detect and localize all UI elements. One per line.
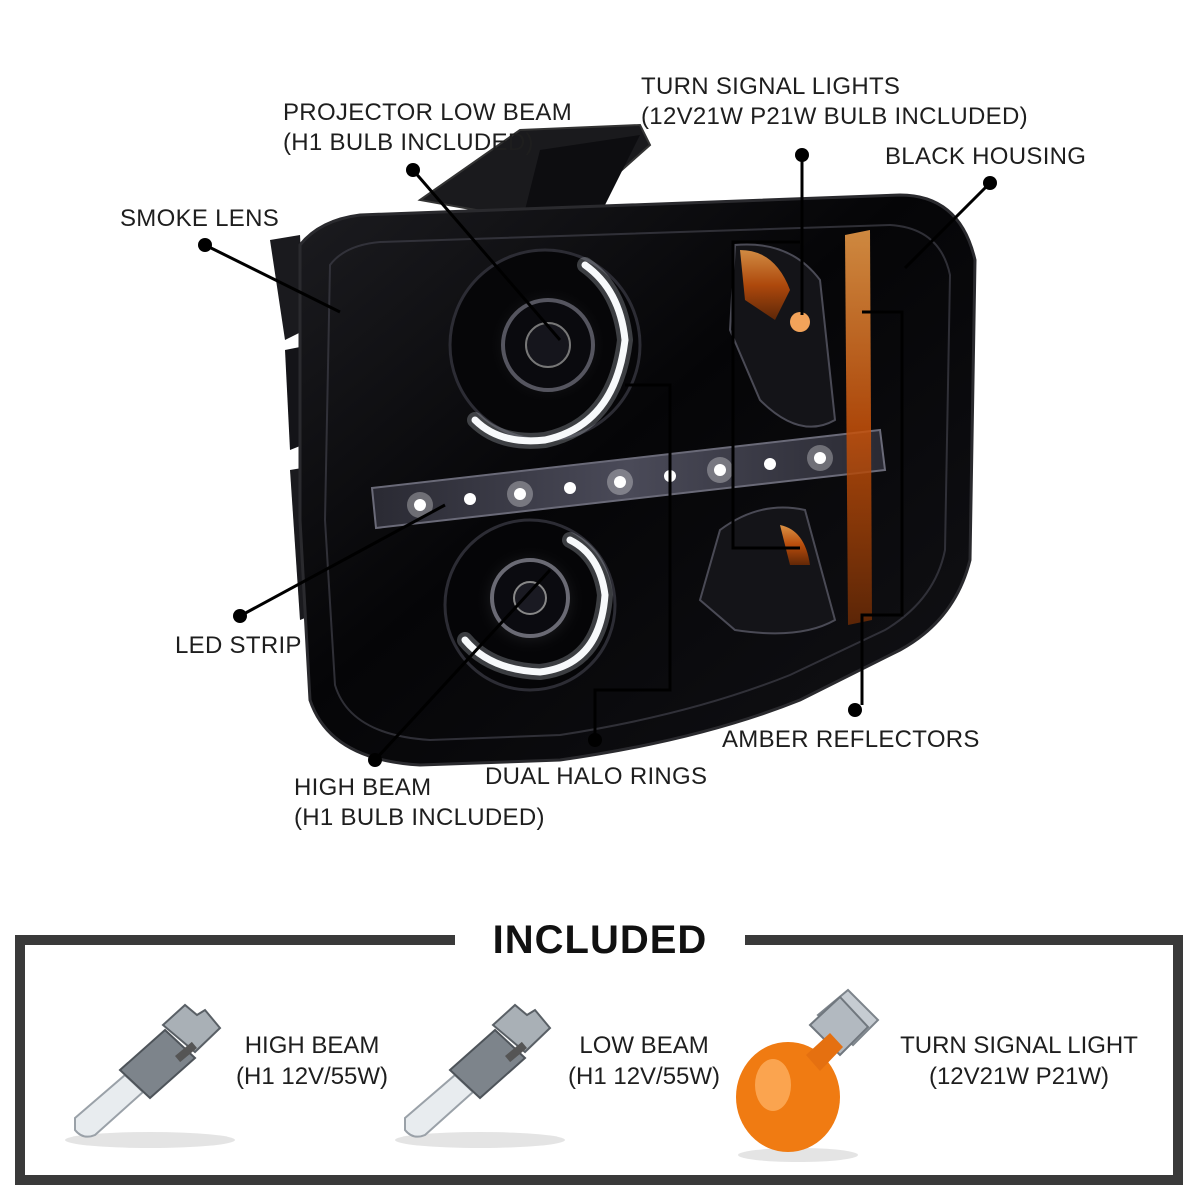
- callout-amber-reflectors-title: AMBER REFLECTORS: [722, 726, 980, 753]
- callout-projector-low-beam: PROJECTOR LOW BEAM (H1 BULB INCLUDED): [283, 98, 572, 158]
- callout-led-strip-title: LED STRIP: [175, 632, 302, 659]
- callout-turn-signal-title: TURN SIGNAL LIGHTS: [641, 73, 901, 100]
- p21w-amber-bulb-image: [736, 988, 880, 1162]
- callout-high-beam-note: (H1 BULB INCLUDED): [294, 804, 545, 831]
- callout-high-beam: HIGH BEAM (H1 BULB INCLUDED): [294, 773, 545, 833]
- callout-turn-signal-note: (12V21W P21W BULB INCLUDED): [641, 103, 1028, 130]
- included-item-turn-signal-light: TURN SIGNAL LIGHT (12V21W P21W): [893, 1030, 1145, 1092]
- callout-smoke-lens: SMOKE LENS: [120, 204, 279, 234]
- callout-led-strip: LED STRIP: [175, 631, 302, 661]
- callout-dual-halo-rings: DUAL HALO RINGS: [485, 762, 707, 792]
- included-item-high-beam: HIGH BEAM (H1 12V/55W): [236, 1030, 388, 1092]
- h1-bulb-low-beam-image: [395, 1003, 565, 1148]
- callout-high-beam-title: HIGH BEAM: [294, 774, 432, 801]
- callout-dual-halo-rings-title: DUAL HALO RINGS: [485, 763, 708, 790]
- included-title: INCLUDED: [492, 918, 708, 962]
- h1-bulb-high-beam-image: [65, 1003, 235, 1148]
- callout-projector-low-beam-note: (H1 BULB INCLUDED): [283, 129, 534, 156]
- callout-black-housing: BLACK HOUSING: [885, 142, 1086, 172]
- included-turn-signal-name: TURN SIGNAL LIGHT: [900, 1032, 1138, 1059]
- included-low-beam-spec: (H1 12V/55W): [568, 1063, 721, 1090]
- included-high-beam-name: HIGH BEAM: [244, 1032, 380, 1059]
- headlight-illustration: [270, 123, 977, 767]
- callout-amber-reflectors: AMBER REFLECTORS: [722, 725, 980, 755]
- included-turn-signal-spec: (12V21W P21W): [928, 1063, 1110, 1090]
- callout-black-housing-title: BLACK HOUSING: [885, 143, 1087, 170]
- included-frame: [15, 935, 1183, 1185]
- included-high-beam-spec: (H1 12V/55W): [236, 1063, 389, 1090]
- callout-projector-low-beam-title: PROJECTOR LOW BEAM: [283, 99, 572, 126]
- callout-turn-signal-lights: TURN SIGNAL LIGHTS (12V21W P21W BULB INC…: [641, 72, 1028, 132]
- included-low-beam-name: LOW BEAM: [579, 1032, 709, 1059]
- included-item-low-beam: LOW BEAM (H1 12V/55W): [568, 1030, 720, 1092]
- callout-lines: [198, 148, 997, 767]
- callout-smoke-lens-title: SMOKE LENS: [120, 205, 280, 232]
